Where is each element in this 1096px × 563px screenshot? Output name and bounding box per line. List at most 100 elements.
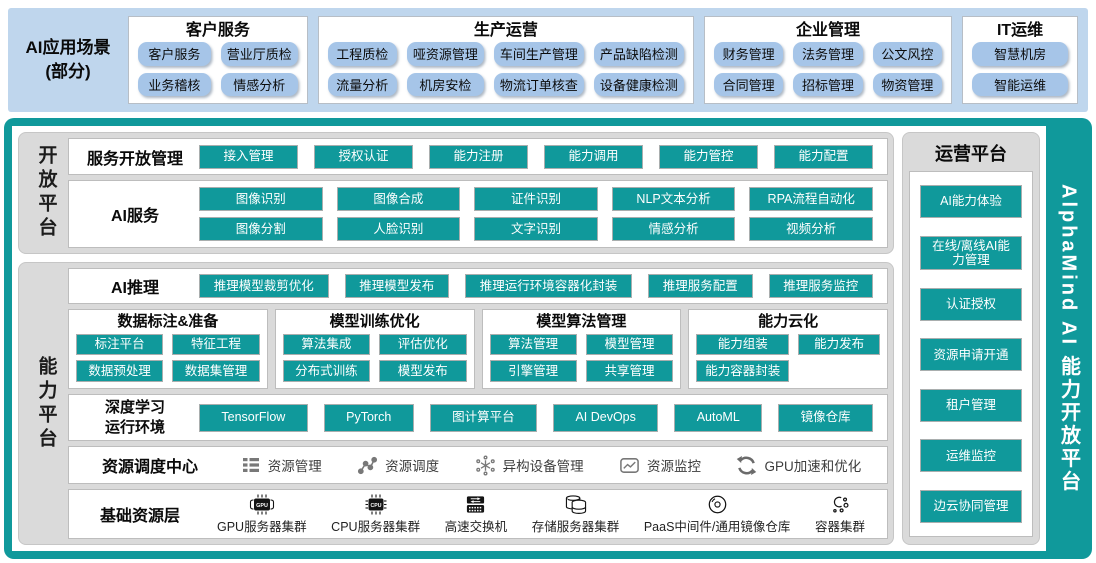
svg-text:CPU: CPU <box>370 502 381 508</box>
capability-chip: 图像识别 <box>199 187 323 211</box>
scenario-chip: 财务管理 <box>713 42 784 66</box>
capability-chip: 推理服务监控 <box>768 274 873 298</box>
box-chips: 标注平台 特征工程 数据预处理 数据集管理 <box>76 333 260 382</box>
platform-frame-content: 开放平台 服务开放管理 接入管理 授权认证 能力注册 能力调用 能力管控 能力配… <box>12 126 1046 551</box>
capability-chip: TensorFlow <box>199 403 308 432</box>
operation-chip: 租户管理 <box>920 388 1022 422</box>
scenario-chip: 物流订单核查 <box>493 72 584 96</box>
capability-chip: 能力组装 <box>696 333 790 356</box>
capability-platform-label: 能力平台 <box>35 355 57 452</box>
model-algorithm-box: 模型算法管理 算法管理 模型管理 引擎管理 共享管理 <box>481 309 682 389</box>
capability-chip: 授权认证 <box>314 144 413 169</box>
network-icon <box>357 455 378 476</box>
capability-chip: 能力容器封装 <box>696 360 790 382</box>
base-resource-label: 存储服务器集群 <box>531 519 620 534</box>
service-open-mgmt-row: 服务开放管理 接入管理 授权认证 能力注册 能力调用 能力管控 能力配置 <box>68 138 888 175</box>
box-title: 能力云化 <box>758 313 819 330</box>
scenario-group-customer-service: 客户服务 客户服务 营业厅质检 业务稽核 情感分析 <box>128 16 308 104</box>
scenario-chip: 产品缺陷检测 <box>593 42 684 66</box>
row-chips: 推理模型裁剪优化 推理模型发布 推理运行环境容器化封装 推理服务配置 推理服务监… <box>193 274 879 298</box>
capability-chip: 推理运行环境容器化封装 <box>465 274 632 298</box>
operation-platform-chips: AI能力体验 在线/离线AI能力管理 认证授权 资源申请开通 租户管理 运维监控… <box>909 171 1033 537</box>
capability-chip: 标注平台 <box>76 333 164 356</box>
operation-chip: AI能力体验 <box>920 185 1022 218</box>
scenario-chip: 物资管理 <box>872 72 943 96</box>
capability-chip: 能力管控 <box>659 144 758 169</box>
capability-sub-boxes: 数据标注&准备 标注平台 特征工程 数据预处理 数据集管理 模型训练优化 <box>68 309 888 389</box>
capability-platform-rows: AI推理 推理模型裁剪优化 推理模型发布 推理运行环境容器化封装 推理服务配置 … <box>68 268 888 539</box>
capability-chip: 证件识别 <box>474 187 598 211</box>
scenario-chip: 营业厅质检 <box>220 42 298 66</box>
box-chips: 算法管理 模型管理 引擎管理 共享管理 <box>489 333 674 382</box>
scenario-chip: 智慧机房 <box>972 42 1069 66</box>
platform-frame: 开放平台 服务开放管理 接入管理 授权认证 能力注册 能力调用 能力管控 能力配… <box>4 118 1092 559</box>
asterisk-icon <box>475 454 496 476</box>
row-chips: 图像识别 图像合成 证件识别 NLP文本分析 RPA流程自动化 图像分割 人脸识… <box>193 187 879 241</box>
model-training-box: 模型训练优化 算法集成 评估优化 分布式训练 模型发布 <box>274 309 475 389</box>
base-resource-item: 高速交换机 <box>444 494 508 535</box>
sync-icon <box>736 455 757 476</box>
scenario-group-enterprise: 企业管理 财务管理 法务管理 公文风控 合同管理 招标管理 物资管理 <box>703 16 953 104</box>
scenario-chip: 公文风控 <box>872 42 943 66</box>
operation-chip: 在线/离线AI能力管理 <box>920 235 1022 271</box>
capability-platform-panel: 能力平台 AI推理 推理模型裁剪优化 推理模型发布 推理运行环境容器化封装 推理… <box>18 262 894 545</box>
scheduler-item: 资源调度 <box>357 455 439 476</box>
capability-chip: 模型管理 <box>585 333 674 356</box>
group-chips: 智慧机房 智能运维 <box>972 42 1069 96</box>
capability-chip: 图像分割 <box>199 217 323 241</box>
scheduler-item: 资源监控 <box>619 455 701 476</box>
deep-learning-row: 深度学习 运行环境 TensorFlow PyTorch 图计算平台 AI De… <box>68 394 888 441</box>
operation-chip: 边云协同管理 <box>920 489 1022 523</box>
platform-left-column: 开放平台 服务开放管理 接入管理 授权认证 能力注册 能力调用 能力管控 能力配… <box>18 132 894 545</box>
base-resource-label: CPU服务器集群 <box>331 519 421 534</box>
capability-chip: AutoML <box>674 403 763 432</box>
scenarios-title: AI应用场景 (部分) <box>8 36 128 84</box>
scheduler-item: 资源管理 <box>241 455 322 475</box>
scenario-chip: 设备健康检测 <box>593 72 684 96</box>
scenario-chip: 客户服务 <box>138 42 211 66</box>
base-resource-item: PaaS中间件/通用镜像仓库 <box>644 494 790 535</box>
capability-chip: 推理服务配置 <box>648 274 753 298</box>
scenario-chip: 智能运维 <box>972 72 1069 96</box>
cd-icon <box>707 494 728 515</box>
data-labeling-box: 数据标注&准备 标注平台 特征工程 数据预处理 数据集管理 <box>68 309 268 389</box>
scenario-chip: 招标管理 <box>793 72 863 96</box>
row-title: 基础资源层 <box>99 508 180 525</box>
scenarios-title-line2: (部分) <box>45 62 91 81</box>
base-resource-items: GPU GPU服务器集群 CPU CPU服务器集群 <box>203 494 879 535</box>
ai-inference-row: AI推理 推理模型裁剪优化 推理模型发布 推理运行环境容器化封装 推理服务配置 … <box>68 268 888 304</box>
capability-chip: 能力发布 <box>798 333 880 356</box>
capability-chip: 评估优化 <box>379 333 467 356</box>
capability-chip: 推理模型裁剪优化 <box>199 274 329 298</box>
capability-chip: 算法集成 <box>282 333 371 356</box>
deep-title-line1: 深度学习 <box>104 399 165 416</box>
row-title: AI服务 <box>110 208 159 225</box>
group-chips: 财务管理 法务管理 公文风控 合同管理 招标管理 物资管理 <box>713 42 943 96</box>
row-title: AI推理 <box>110 280 159 297</box>
row-chips: TensorFlow PyTorch 图计算平台 AI DevOps AutoM… <box>193 403 879 432</box>
base-resource-item: GPU GPU服务器集群 <box>217 494 307 535</box>
capability-chip: 模型发布 <box>379 360 467 382</box>
list-icon <box>241 455 261 475</box>
base-resource-item: CPU CPU服务器集群 <box>331 494 420 535</box>
alphamind-bar-title: AlphaMind AI 能力开放平台 <box>1057 183 1080 494</box>
scheduler-item: 异构设备管理 <box>475 454 584 476</box>
deep-title-line2: 运行环境 <box>104 418 165 436</box>
row-title: 深度学习 运行环境 <box>77 398 193 437</box>
base-resource-label: 高速交换机 <box>444 519 508 534</box>
switch-icon <box>464 494 487 515</box>
group-title: IT运维 <box>996 22 1044 39</box>
ai-scenarios-band: AI应用场景 (部分) 客户服务 客户服务 营业厅质检 业务稽核 情感分析 生产… <box>8 8 1088 112</box>
scenario-chip: 流量分析 <box>327 72 397 96</box>
base-resource-label: GPU服务器集群 <box>217 519 307 534</box>
scheduler-item-label: 资源监控 <box>647 459 702 474</box>
resource-scheduler-row: 资源调度中心 资源管理 <box>68 446 888 484</box>
scheduler-item: GPU加速和优化 <box>736 455 861 476</box>
capability-chip: 图计算平台 <box>429 403 538 432</box>
capability-chip: 能力注册 <box>429 144 528 169</box>
monitor-chart-icon <box>619 455 640 476</box>
operation-chip: 运维监控 <box>920 439 1022 473</box>
scenario-chip: 车间生产管理 <box>493 42 584 66</box>
open-platform-panel: 开放平台 服务开放管理 接入管理 授权认证 能力注册 能力调用 能力管控 能力配… <box>18 132 894 254</box>
base-resource-row: 基础资源层 GPU GPU服务器集群 CPU <box>68 489 888 539</box>
